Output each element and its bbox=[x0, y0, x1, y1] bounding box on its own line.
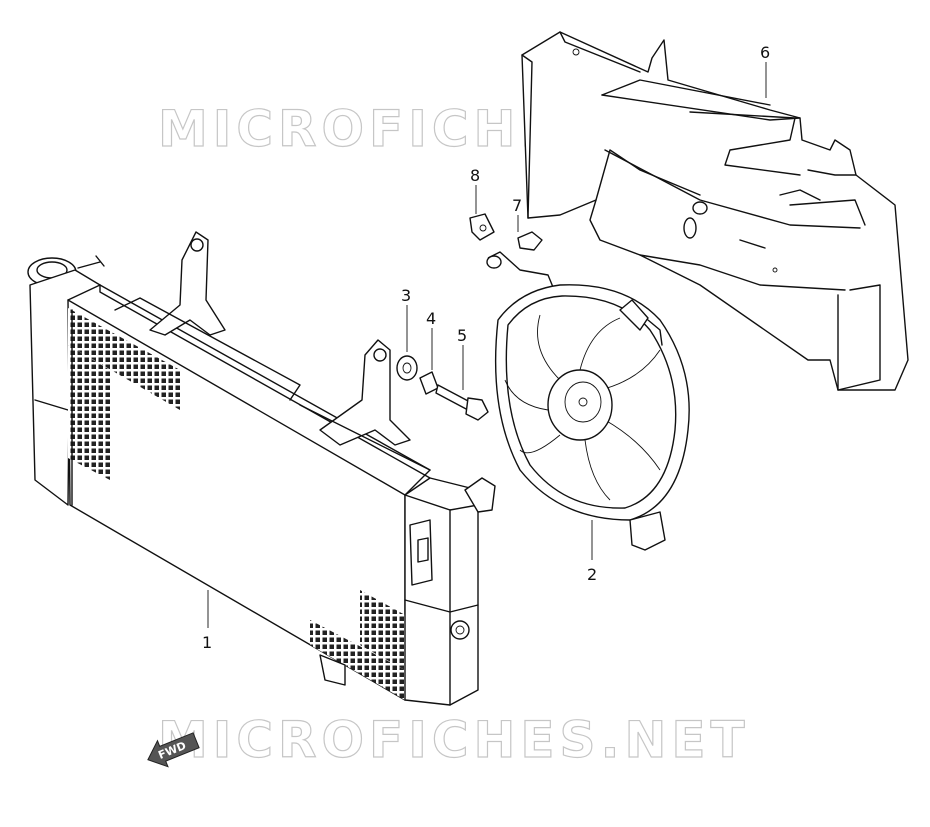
fan-shroud-part-6 bbox=[521, 31, 909, 391]
watermark-bottom: MICROFICHES.NET bbox=[158, 711, 750, 769]
callout-2: 2 bbox=[587, 565, 597, 584]
bolt-part-5 bbox=[435, 384, 489, 421]
leader-lines bbox=[207, 62, 767, 628]
callout-8: 8 bbox=[470, 166, 480, 185]
grommet-part-3 bbox=[396, 355, 418, 381]
callout-3: 3 bbox=[401, 286, 411, 305]
bolt-part-7 bbox=[517, 231, 543, 251]
callout-4: 4 bbox=[426, 309, 436, 328]
callout-6: 6 bbox=[760, 43, 770, 62]
callout-1: 1 bbox=[202, 633, 212, 652]
nut-part-8 bbox=[469, 213, 495, 241]
callout-7: 7 bbox=[512, 196, 522, 215]
callout-5: 5 bbox=[457, 326, 467, 345]
radiator-part-1 bbox=[27, 231, 496, 706]
collar-part-4 bbox=[419, 371, 439, 395]
cooling-fan-part-2 bbox=[486, 251, 690, 551]
